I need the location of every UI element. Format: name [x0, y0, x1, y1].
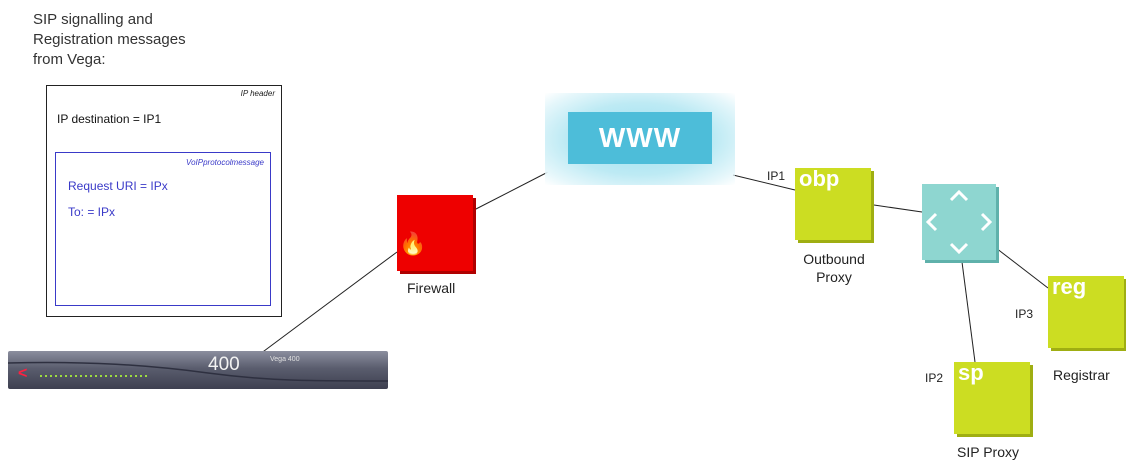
flame-icon: 🔥: [399, 231, 427, 256]
internet-node[interactable]: WWW: [568, 112, 712, 164]
ip-header-label: IP header: [240, 89, 275, 98]
link-router-reg: [995, 247, 1049, 289]
vega-gateway-device[interactable]: < 400 Vega 400: [8, 351, 388, 389]
firewall-node[interactable]: 🔥: [397, 195, 473, 271]
caption-line-2: Registration messages: [33, 31, 186, 48]
ip2-label: IP2: [925, 371, 944, 385]
ip3-label: IP3: [1015, 307, 1034, 321]
outbound-proxy-label-line-2: Proxy: [816, 269, 852, 285]
caption-line-3: from Vega:: [33, 51, 106, 68]
registrar-node[interactable]: reg: [1048, 274, 1124, 348]
link-vega-firewall: [255, 251, 398, 358]
to-header: To: = IPx: [68, 205, 116, 219]
link-firewall-www: [473, 171, 549, 211]
vega-panel-curve: [8, 361, 388, 382]
router-node[interactable]: [922, 184, 996, 260]
ip-packet-box: IP header IP destination = IP1 VoIPproto…: [46, 85, 282, 317]
reg-tag: reg: [1052, 274, 1087, 299]
outbound-proxy-label-line-1: Outbound: [803, 251, 865, 267]
firewall-label: Firewall: [407, 280, 456, 296]
ip-destination: IP destination = IP1: [57, 112, 162, 126]
link-www-obp: [732, 174, 796, 191]
link-router-sp: [961, 261, 976, 363]
vega-model-number: 400: [208, 354, 240, 375]
four-arrows-icon: [925, 189, 993, 255]
outbound-proxy-node[interactable]: obp: [795, 166, 871, 240]
voip-message-label: VoIPprotocolmessage: [186, 158, 264, 167]
ip1-label: IP1: [767, 169, 786, 183]
link-obp-router: [873, 204, 923, 213]
vega-small-label: Vega 400: [270, 356, 300, 363]
vega-arrow-icon: <: [18, 365, 28, 382]
outbound-proxy-label: Outbound Proxy: [796, 250, 872, 286]
obp-tag: obp: [799, 166, 840, 191]
diagram-caption: SIP signalling and Registration messages…: [33, 10, 273, 70]
request-uri: Request URI = IPx: [68, 179, 168, 193]
sip-proxy-label: SIP Proxy: [957, 444, 1019, 460]
voip-message-box: VoIPprotocolmessage Request URI = IPx To…: [55, 152, 271, 306]
sp-tag: sp: [958, 360, 984, 385]
caption-line-1: SIP signalling and: [33, 11, 153, 28]
registrar-label: Registrar: [1053, 367, 1110, 383]
sip-proxy-node[interactable]: sp: [954, 360, 1030, 434]
vega-led-strip: [40, 375, 150, 377]
